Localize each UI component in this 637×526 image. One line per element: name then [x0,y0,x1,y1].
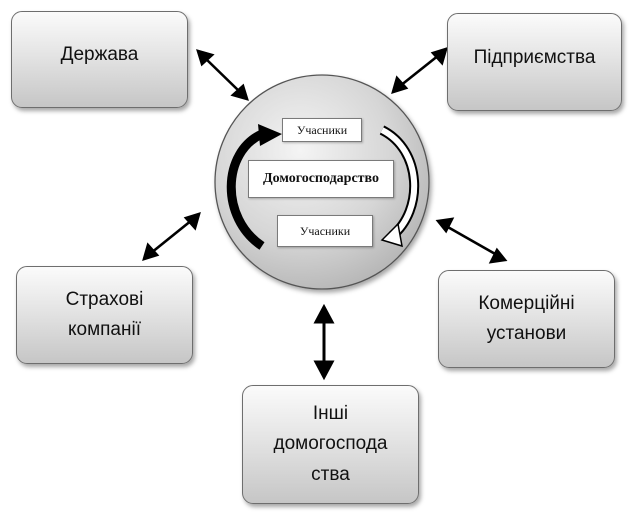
node-other-households-line-3: ства [311,463,350,485]
household-title: Домогосподарство [248,160,394,198]
arrow-insurance-icon [142,212,201,261]
node-state-label: Держава [60,44,139,65]
arrow-commercial-icon [435,217,508,264]
arrow-state-icon [196,49,249,101]
node-state: Держава [11,11,188,108]
cycle-arrow-left-icon [226,124,282,250]
node-commercial-line-2: установи [486,323,567,344]
node-insurance-line-1: Страхові [65,288,144,310]
node-commercial-line-1: Комерційні [478,292,575,314]
node-insurance: Страхові компанії [16,266,193,364]
arrow-other-households-icon [313,303,335,381]
node-other-households-line-1: Інші [312,402,349,424]
node-enterprises-label: Підприємства [473,47,596,68]
node-insurance-line-2: компанії [67,319,141,340]
node-enterprises: Підприємства [447,13,622,111]
participants-top-label: Учасники [282,118,362,142]
cycle-arrow-right-icon [379,125,420,248]
node-commercial: Комерційні установи [438,270,615,368]
node-other-households-line-2: домогоспода [273,433,388,455]
participants-bottom-label: Учасники [277,215,373,247]
node-other-households: Інші домогоспода ства [242,385,419,504]
arrow-enterprises-icon [391,47,448,94]
